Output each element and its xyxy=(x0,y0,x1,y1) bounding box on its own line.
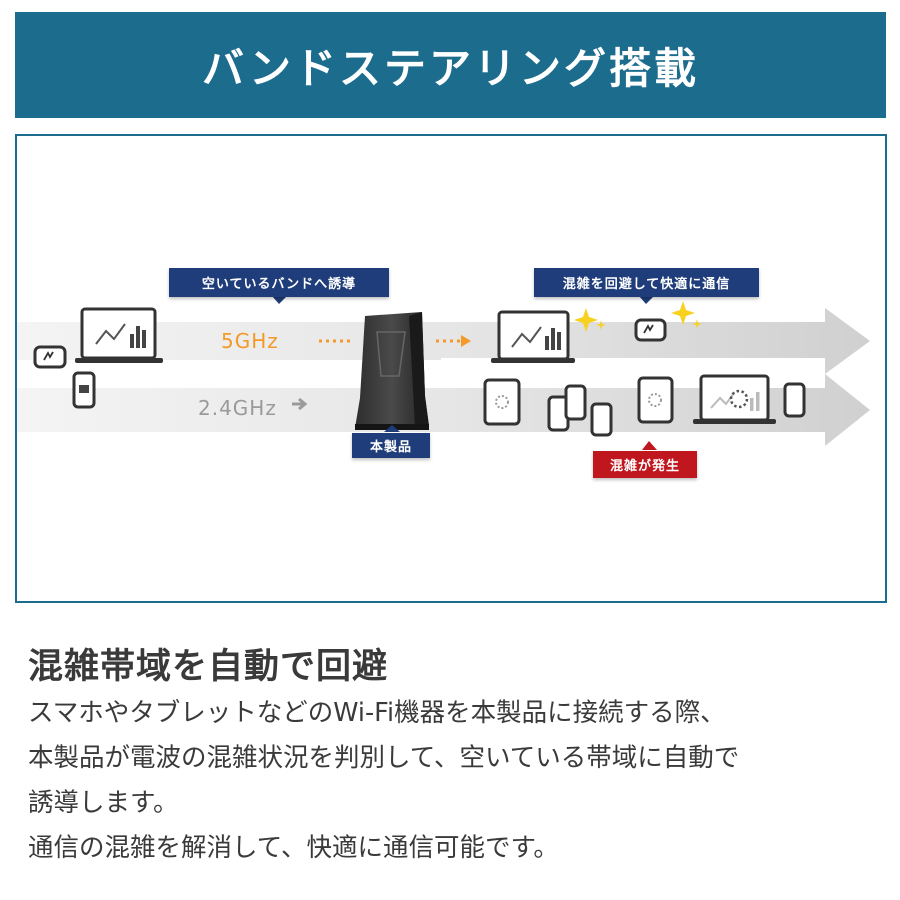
callout-avoid-pointer xyxy=(639,296,654,304)
smartphone-icon xyxy=(783,382,806,418)
callout-avoid: 混雑を回避して快適に通信 xyxy=(534,268,759,297)
callout-congestion-text: 混雑が発生 xyxy=(609,459,680,474)
callout-steer: 空いているバンドへ誘導 xyxy=(169,268,389,297)
router-label-pointer xyxy=(384,425,400,432)
orange-arrow-head xyxy=(461,335,471,347)
description-line-2: 本製品が電波の混雑状況を判別して、空いている帯域に自動で xyxy=(28,743,740,773)
page-header: バンドステアリング搭載 xyxy=(15,12,886,118)
router-icon xyxy=(355,312,429,430)
description-section: 混雑帯域を自動で回避 スマホやタブレットなどのWi-Fi機器を本製品に接続する際… xyxy=(28,638,888,871)
band-24ghz-label: 2.4GHz xyxy=(198,396,277,420)
gray-arrow-icon xyxy=(292,397,308,411)
game-console-icon xyxy=(634,318,667,342)
tablet-icon xyxy=(483,378,521,426)
callout-congestion: 混雑が発生 xyxy=(593,451,697,478)
callout-steer-pointer xyxy=(272,296,287,304)
diagram-graphic xyxy=(17,296,870,450)
laptop-icon xyxy=(693,374,776,424)
callout-congestion-pointer xyxy=(642,441,657,450)
sparkle-icon xyxy=(671,301,702,329)
description-line-4: 通信の混雑を解消して、快適に通信可能です。 xyxy=(28,833,559,863)
game-console-icon xyxy=(33,345,67,369)
sparkle-icon xyxy=(574,308,606,332)
band-5ghz-label: 5GHz xyxy=(221,329,279,353)
laptop-icon xyxy=(75,307,163,363)
header-title: バンドステアリング搭載 xyxy=(201,43,700,93)
laptop-icon xyxy=(491,310,575,363)
router-label-text: 本製品 xyxy=(369,440,412,455)
callout-steer-text: 空いているバンドへ誘導 xyxy=(201,277,357,292)
smartphone-icon xyxy=(547,384,613,437)
section-subtitle: 混雑帯域を自動で回避 xyxy=(28,647,389,687)
tablet-icon xyxy=(637,376,674,424)
router-label: 本製品 xyxy=(352,433,430,458)
description-line-3: 誘導します。 xyxy=(28,788,179,818)
smartphone-icon xyxy=(72,371,96,409)
callout-avoid-text: 混雑を回避して快適に通信 xyxy=(562,277,731,292)
band-steering-diagram: 空いているバンドへ誘導 混雑を回避して快適に通信 混雑が発生 本製品 5GHz … xyxy=(15,134,887,603)
description-line-1: スマホやタブレットなどのWi-Fi機器を本製品に接続する際、 xyxy=(28,698,726,728)
